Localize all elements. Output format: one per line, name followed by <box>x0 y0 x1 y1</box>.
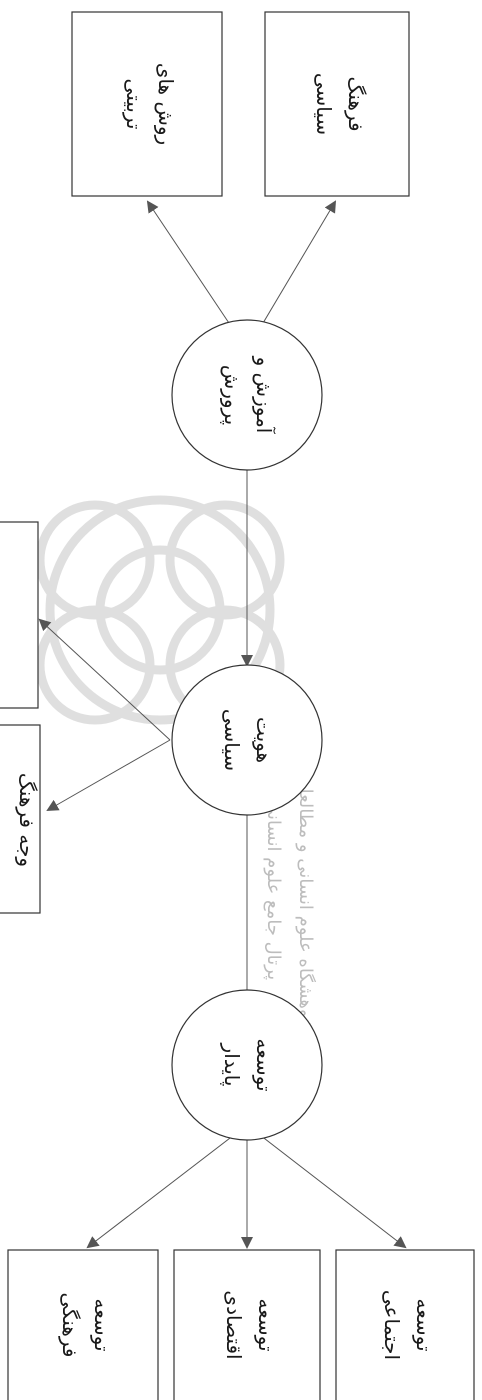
box-farhang-siasi-line2: سیاسی <box>312 73 336 135</box>
node-amoozesh-line1: آموزش و <box>252 356 277 435</box>
box-tosee-eghtesadi: توسعه اقتصادی <box>173 1249 321 1400</box>
box-tosee-ejtemai-line1: توسعه <box>412 1298 436 1351</box>
node-amoozesh-parvaresh: آموزش و پرورش <box>171 319 323 471</box>
watermark-emblem <box>35 495 285 725</box>
box-farhang-siasi-line1: فرهنگ <box>344 76 368 131</box>
edge-tosee-ejtemai <box>246 1124 407 1249</box>
box-ravesh-line2: تربیتی <box>122 79 146 130</box>
edges <box>38 200 407 1249</box>
edge-tosee-farhangi <box>86 1124 248 1249</box>
box-left-bottom-line1: وجه فرهنگ <box>15 773 39 867</box>
box-tosee-eghtesadi-line2: اقتصادی <box>222 1290 246 1359</box>
box-left-top <box>0 521 39 709</box>
box-left-bottom: وجه فرهنگ <box>0 724 41 914</box>
box-farhang-siasi: فرهنگ سیاسی <box>264 11 410 197</box>
box-ravesh-line1: روش های <box>154 63 178 145</box>
node-hoviat-line1: هویت <box>252 717 276 763</box>
node-hoviat-line2: سیاسی <box>220 709 244 771</box>
edge-hoviat-left-bottom <box>46 739 171 811</box>
box-tosee-farhangi-line2: فرهنگی <box>58 1293 82 1358</box>
box-tosee-farhangi-line1: توسعه <box>90 1298 114 1351</box>
node-amoozesh-line2: پرورش <box>219 365 244 425</box>
edge-hoviat-left-top <box>38 618 171 741</box>
box-tosee-ejtemai: توسعه اجتماعی <box>335 1249 475 1400</box>
node-tosee-line2: پایدار <box>219 1043 244 1087</box>
node-tosee-paydar: توسعه پایدار <box>171 989 323 1141</box>
node-hoviat-siasi: هویت سیاسی <box>171 664 323 816</box>
box-ravesh-tarbiati: روش های تربیتی <box>71 11 223 197</box>
box-tosee-ejtemai-line2: اجتماعی <box>380 1290 404 1360</box>
box-tosee-eghtesadi-line1: توسعه <box>254 1298 278 1351</box>
watermark-text-2: پرتال جامع علوم انسانی <box>263 800 284 980</box>
node-tosee-line1: توسعه <box>252 1038 276 1091</box>
svg-text:پرتال جامع علوم انسانی: پرتال جامع علوم انسانی <box>263 800 284 980</box>
box-tosee-farhangi: توسعه فرهنگی <box>7 1249 159 1400</box>
